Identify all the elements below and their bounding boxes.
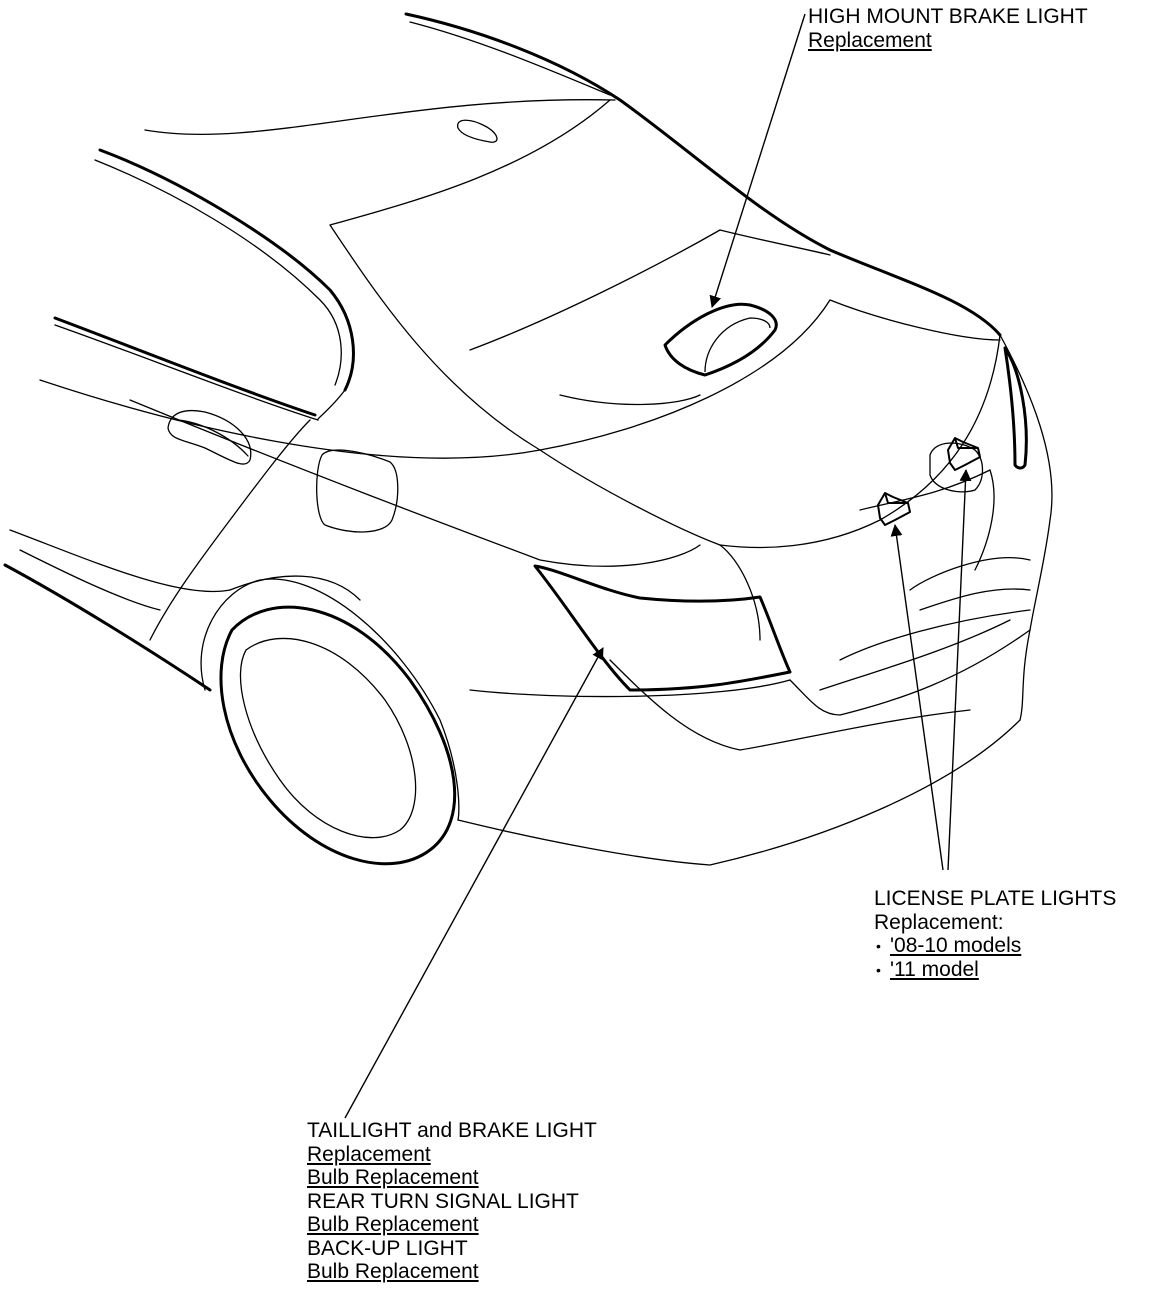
license-plate-lights-subtitle: Replacement: <box>874 910 1004 934</box>
arrow-high-mount <box>709 13 806 308</box>
license-plate-lights-callout: LICENSE PLATE LIGHTS Replacement: • '08-1… <box>874 887 1116 982</box>
back-up-light-bulb-link[interactable]: Bulb Replacement <box>307 1260 479 1283</box>
bullet-icon: • <box>876 937 881 954</box>
bullet-icon: • <box>876 961 881 978</box>
high-mount-replacement-link[interactable]: Replacement <box>808 28 932 52</box>
rear-turn-signal-title: REAR TURN SIGNAL LIGHT <box>307 1189 579 1213</box>
arrow-license-left <box>890 524 944 871</box>
taillight-callout: TAILLIGHT and BRAKE LIGHT Replacement Bu… <box>307 1119 597 1284</box>
license-plate-light-left-shape <box>877 492 911 526</box>
taillight-title: TAILLIGHT and BRAKE LIGHT <box>307 1119 597 1142</box>
high-mount-brake-light-shape <box>663 302 778 377</box>
license-plate-light-right-shape <box>947 437 981 471</box>
license-plate-11-link[interactable]: '11 model <box>890 958 979 982</box>
high-mount-brake-light-title: HIGH MOUNT BRAKE LIGHT <box>808 5 1088 28</box>
taillight-shape <box>533 564 792 692</box>
taillight-replacement-link[interactable]: Replacement <box>307 1142 431 1166</box>
arrow-taillight <box>344 647 604 1119</box>
back-up-light-title: BACK-UP LIGHT <box>307 1236 468 1260</box>
rear-turn-signal-bulb-link[interactable]: Bulb Replacement <box>307 1213 479 1236</box>
license-plate-08-10-link[interactable]: '08-10 models <box>890 934 1022 957</box>
leader-arrows <box>344 13 972 1119</box>
arrow-license-right <box>947 469 972 871</box>
taillight-bulb-replacement-link[interactable]: Bulb Replacement <box>307 1166 479 1189</box>
car-body-outline <box>3 12 1053 866</box>
license-plate-lights-title: LICENSE PLATE LIGHTS <box>874 887 1117 910</box>
high-mount-brake-light-callout: HIGH MOUNT BRAKE LIGHT Replacement <box>808 5 1088 52</box>
